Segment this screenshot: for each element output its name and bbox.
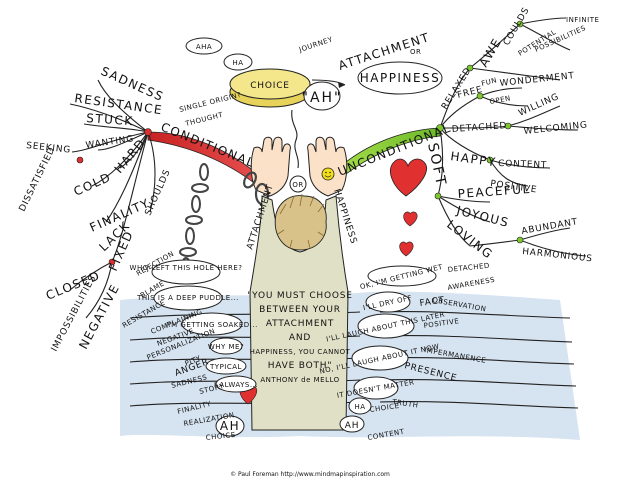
- right-hand: [307, 136, 348, 197]
- heart-icon-large: [390, 158, 427, 197]
- right-item-happy: HAPPY: [450, 149, 498, 169]
- left-bubble-3-text: I'M GETTING SOAKED...: [166, 321, 258, 329]
- journey-label: JOURNEY: [297, 35, 334, 54]
- abundant-dot: [516, 236, 524, 244]
- right-bubble-6-text: HA: [354, 403, 365, 411]
- right-item-peaceful: PEACEFUL: [457, 182, 531, 201]
- right-bubble-5: [353, 376, 399, 400]
- right-item-soft: SOFT: [424, 142, 449, 189]
- aha-bubble: [185, 37, 223, 55]
- left-branch-lines: [69, 79, 156, 319]
- smiley-icon: [321, 167, 335, 181]
- quote-line-3: ATTACHMENT: [266, 319, 334, 329]
- right-item-fun: FUN: [481, 76, 498, 88]
- right-bubble-2: [365, 291, 411, 313]
- left-bubble-5-text: TYPICAL: [209, 363, 242, 371]
- left-item-seeking: SEEKING: [26, 141, 72, 156]
- left-bubble-1: [151, 259, 221, 285]
- right-item-detached: DETACHED: [452, 121, 508, 135]
- quote-line-6: HAVE BOTH": [268, 361, 333, 371]
- free-dot: [476, 92, 484, 100]
- conditional-hub-dot: [144, 128, 152, 136]
- happiness-top-bubble: [357, 61, 443, 95]
- right-bubble-7-text: AH: [345, 421, 360, 431]
- soft-dot: [434, 192, 442, 200]
- ha-label: HA: [232, 59, 243, 67]
- left-bubble-6-text: I ALWAYS...: [214, 381, 258, 389]
- left-bubble-7-text: AH: [220, 419, 240, 433]
- or-mid-bubble: [289, 175, 307, 193]
- left-bubble-3: [181, 312, 243, 336]
- right-bubble-3: [357, 313, 415, 339]
- ah-bubble-top: [303, 81, 341, 111]
- quote-author: ANTHONY de MELLO: [260, 376, 339, 384]
- right-branch-lines: [437, 17, 587, 257]
- quote-line-2: BETWEEN YOUR: [259, 305, 341, 315]
- quote-line-5: HAPPINESS, YOU CANNOT: [250, 348, 351, 356]
- right-item-abundant: ABUNDANT: [521, 217, 579, 237]
- quote-line-1: "YOU MUST CHOOSE: [247, 291, 353, 301]
- left-bubble-4-text: WHY ME?: [208, 343, 244, 351]
- ah-top-label: "AH": [302, 90, 343, 106]
- right-bubble-1: [367, 265, 437, 287]
- left-bubble-4: [209, 337, 243, 355]
- right-label-detached: DETACHED: [447, 262, 490, 274]
- wanting-dot: [76, 156, 84, 164]
- left-bubble-2: [153, 285, 223, 311]
- ha-bubble: [223, 53, 253, 71]
- heart-icon-small-1: [403, 211, 418, 227]
- right-item-awe: AWE: [476, 35, 504, 69]
- person-figure: [249, 193, 349, 431]
- right-item-harmonious: HARMONIOUS: [522, 247, 593, 264]
- heart-icon-small-2: [399, 241, 414, 257]
- single-origin-label: SINGLE ORIGIN?: [179, 91, 243, 114]
- right-label-fact: FACT: [419, 296, 445, 309]
- left-item-cold: COLD: [72, 170, 114, 199]
- left-label-choice: CHOICE: [205, 431, 236, 442]
- thought-label: THOUGHT: [184, 111, 225, 128]
- left-bubble-6: [215, 375, 257, 393]
- left-hand: [250, 136, 291, 197]
- fixed-dot: [108, 258, 116, 266]
- right-item-open: OPEN: [489, 94, 511, 106]
- right-item-content: CONTENT: [498, 159, 547, 171]
- right-bubble-6: [348, 397, 372, 415]
- down-arrow: [291, 109, 299, 169]
- coin-arrow: [311, 79, 346, 86]
- quote-line-4: AND: [289, 333, 311, 343]
- unconditional-hub-dot: [436, 124, 444, 132]
- right-item-infinite: INFINITE: [566, 16, 599, 24]
- coin-arrowhead: [338, 82, 345, 88]
- coulds-dot: [516, 20, 524, 28]
- right-label-awareness: AWARENESS: [447, 276, 496, 292]
- left-bubble-5: [205, 357, 247, 375]
- awe-dot: [466, 64, 474, 72]
- left-bubble-2-text: THIS IS A DEEP PUDDLE...: [136, 294, 239, 302]
- right-item-coulds: COULDS: [502, 6, 532, 48]
- left-item-stuck: STUCK: [86, 111, 134, 128]
- quote-block: "YOU MUST CHOOSE BETWEEN YOUR ATTACHMENT…: [247, 291, 353, 384]
- aha-label: AHA: [196, 43, 212, 51]
- left-item-dissatisfied: DISSATISFIED: [18, 146, 58, 214]
- right-bubble-7: [339, 415, 365, 433]
- right-label-truth: TRUTH: [391, 398, 419, 410]
- footer-credit: © Paul Foreman http://www.mindmapinspira…: [230, 471, 390, 478]
- or-mid-label: OR: [292, 181, 303, 189]
- choice-coin: [229, 68, 311, 108]
- or-top-label: OR: [410, 48, 421, 56]
- choice-label: CHOICE: [250, 81, 290, 91]
- right-item-welcoming: WELCOMING: [523, 120, 588, 137]
- happiness-top-label: HAPPINESS: [360, 71, 441, 85]
- detached-dot: [504, 122, 512, 130]
- left-bubble-7: [215, 415, 245, 437]
- right-bubble-4: [351, 345, 409, 371]
- happy-dot: [486, 156, 494, 164]
- left-bubble-1-text: WHO LEFT THIS HOLE HERE?: [130, 264, 243, 272]
